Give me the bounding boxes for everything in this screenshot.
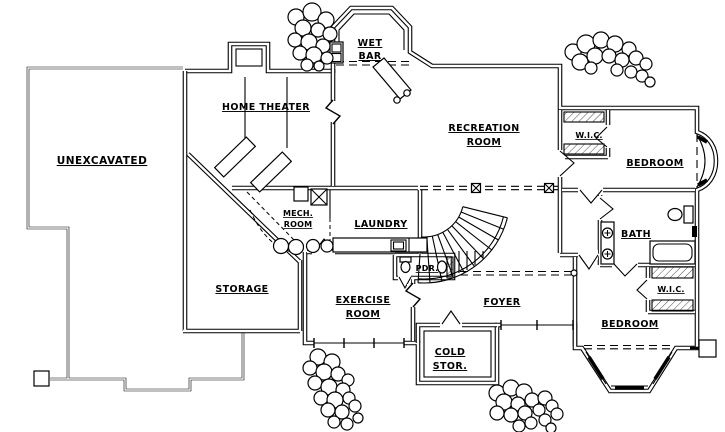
room-label-wic-lower: W.I.C. bbox=[657, 285, 684, 294]
bar-sink-icon bbox=[331, 43, 342, 53]
bay-window-upper bbox=[696, 134, 708, 188]
room-label-cold-1: COLD bbox=[435, 347, 466, 358]
room-label-wet-bar-1: WET bbox=[358, 38, 383, 49]
powder-room-fixtures bbox=[399, 256, 454, 279]
room-label-wic-upper: W.I.C. bbox=[575, 131, 602, 140]
footing-outline bbox=[26, 66, 245, 392]
room-label-foyer: FOYER bbox=[484, 297, 521, 308]
rock-cluster-bottom-right bbox=[488, 379, 564, 432]
windows bbox=[313, 320, 574, 348]
beam-lines bbox=[336, 60, 578, 277]
fireplace-box bbox=[235, 48, 263, 67]
room-label-bedroom-lower: BEDROOM bbox=[601, 319, 658, 330]
room-label-powder: PDR. bbox=[416, 264, 439, 273]
rock-cluster-bottom-center bbox=[302, 348, 364, 431]
bath-fixtures bbox=[600, 205, 697, 265]
exterior-walls bbox=[185, 5, 719, 394]
room-label-bedroom-upper: BEDROOM bbox=[626, 158, 683, 169]
room-label-bath: BATH bbox=[621, 229, 651, 240]
rock-cluster-top-right bbox=[564, 31, 656, 88]
door-openings bbox=[312, 125, 653, 330]
theater-seating-row bbox=[249, 151, 293, 193]
sink-icon bbox=[436, 260, 448, 274]
mech-room-equipment bbox=[272, 186, 334, 256]
water-heater-icon bbox=[287, 238, 305, 256]
bar-counter-island bbox=[372, 57, 412, 100]
room-label-mech-1: MECH. bbox=[283, 209, 313, 218]
wall-break-symbols bbox=[324, 99, 422, 308]
bathtub-icon bbox=[649, 240, 696, 265]
room-label-exercise-2: ROOM bbox=[346, 309, 381, 320]
room-label-wet-bar-2: BAR bbox=[358, 51, 381, 62]
room-label-cold-2: STOR. bbox=[433, 361, 468, 372]
bay-window-lower bbox=[584, 344, 674, 390]
cold-storage-inner bbox=[423, 330, 492, 378]
laundry-sink-icon bbox=[390, 239, 407, 252]
room-labels: UNEXCAVATED HOME THEATER WET BAR RECREAT… bbox=[57, 38, 685, 372]
room-label-mech-2: ROOM bbox=[284, 220, 313, 229]
room-label-exercise-1: EXERCISE bbox=[336, 295, 391, 306]
laundry-fixtures bbox=[332, 237, 428, 253]
rock-cluster-top-center bbox=[287, 2, 338, 72]
toilet-icon bbox=[667, 207, 683, 222]
staircase bbox=[417, 206, 508, 284]
closet-shelves bbox=[563, 111, 694, 312]
toilet-icon bbox=[400, 260, 411, 274]
pier-posts bbox=[33, 339, 717, 387]
room-label-recreation-1: RECREATION bbox=[448, 123, 519, 134]
room-label-laundry: LAUNDRY bbox=[354, 219, 407, 230]
room-label-recreation-2: ROOM bbox=[467, 137, 502, 148]
water-heater-icon bbox=[272, 237, 290, 255]
home-theater-fixtures bbox=[213, 77, 293, 193]
theater-seating-row bbox=[213, 136, 257, 178]
room-label-storage: STORAGE bbox=[215, 284, 268, 295]
room-label-unexcavated: UNEXCAVATED bbox=[57, 155, 148, 167]
room-label-home-theater: HOME THEATER bbox=[222, 102, 310, 113]
